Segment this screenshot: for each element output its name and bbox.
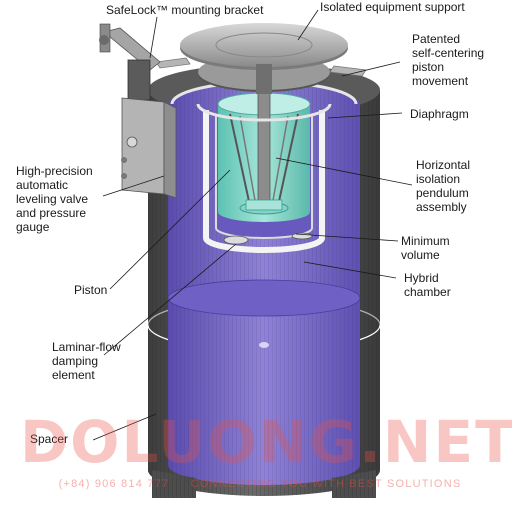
leader-lines — [92, 9, 413, 441]
equipment-support-plate — [155, 23, 367, 94]
watermark-brand: DOLUONG.NET — [20, 408, 512, 476]
label-hybrid-chamber: Hybrid chamber — [404, 271, 451, 299]
spacer — [152, 470, 376, 498]
pendulum-assembly — [217, 89, 311, 222]
label-pendulum-assembly: Horizontal isolation pendulum assembly — [416, 158, 471, 214]
label-spacer: Spacer — [30, 432, 69, 446]
label-mounting-bracket: SafeLock™ mounting bracket — [106, 3, 264, 17]
label-equipment-support: Isolated equipment support — [320, 0, 465, 14]
label-diaphragm: Diaphragm — [410, 107, 469, 121]
leveling-valve — [99, 23, 177, 199]
label-leveling-valve: High-precision automatic leveling valve … — [16, 164, 93, 234]
label-laminar-flow: Laminar-flow damping element — [52, 340, 121, 382]
label-piston: Piston — [74, 283, 108, 297]
laminar-flow-element — [223, 232, 313, 245]
watermark-contact: (+84) 906 814 777 CONNECTING YOU WITH BE… — [20, 478, 500, 490]
watermark-tagline: CONNECTING YOU WITH BEST SOLUTIONS — [190, 478, 462, 490]
label-piston-movement: Patented self-centering piston movement — [412, 32, 485, 88]
watermark-phone: (+84) 906 814 777 — [58, 478, 170, 490]
label-minimum-volume: Minimum volume — [401, 234, 450, 262]
watermark-separator — [174, 478, 187, 490]
